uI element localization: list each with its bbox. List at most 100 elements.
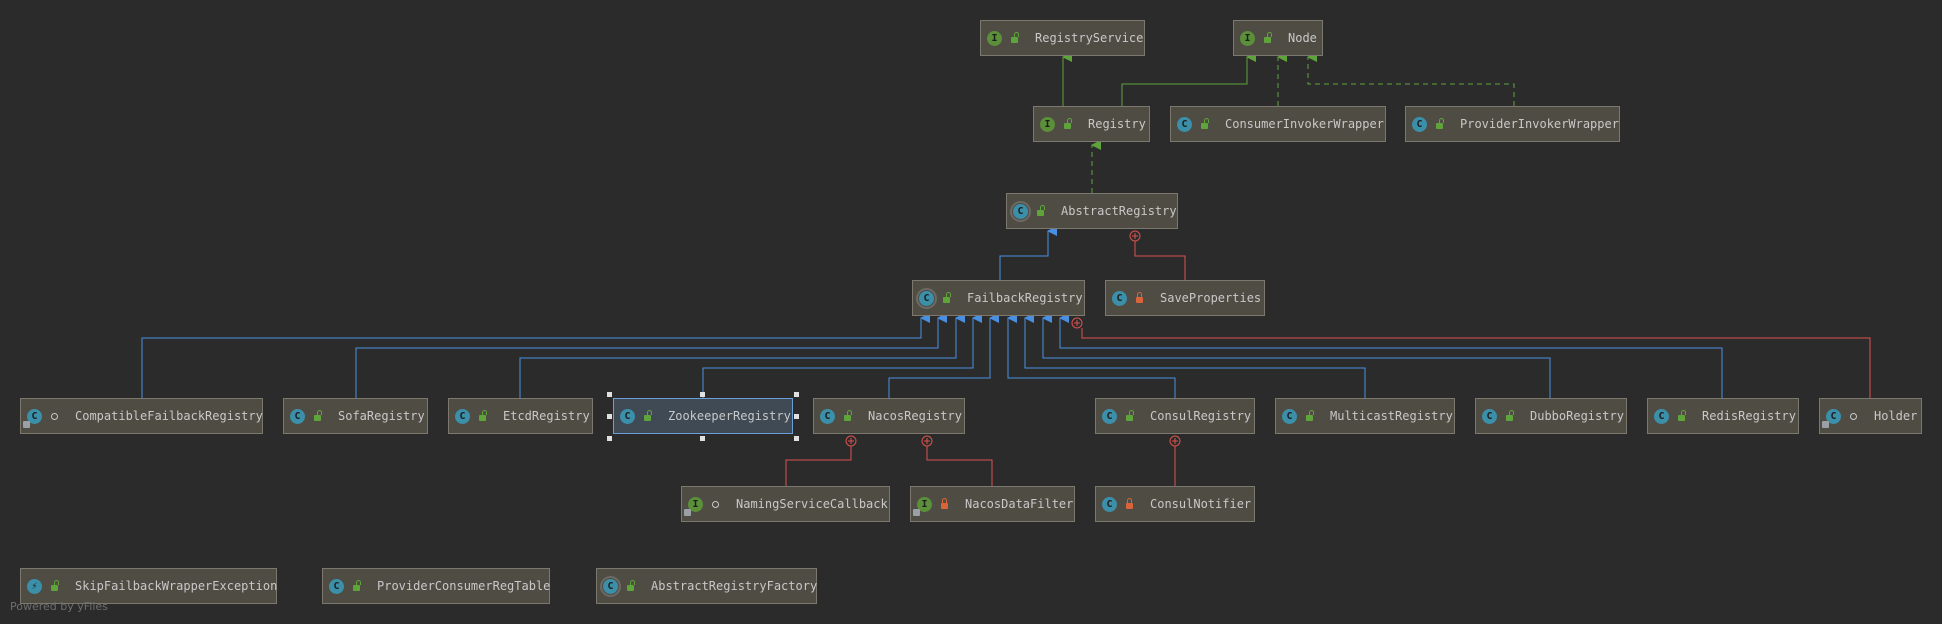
edge-saveproperties-inner xyxy=(1134,241,1186,280)
node-node[interactable]: I Node xyxy=(1233,20,1323,56)
private-access-icon xyxy=(937,498,951,509)
class-icon: C xyxy=(820,408,835,424)
public-access-icon xyxy=(349,580,363,591)
node-label: NacosDataFilter xyxy=(965,497,1074,511)
selection-handle[interactable] xyxy=(700,392,705,397)
public-access-icon xyxy=(1007,32,1021,43)
node-label: ConsumerInvokerWrapper xyxy=(1225,117,1384,131)
edge-namingservicecallback-inner xyxy=(785,446,852,486)
public-access-icon xyxy=(1502,410,1516,421)
node-label: NamingServiceCallback xyxy=(736,497,888,511)
inner-marker-failbackregistry xyxy=(1071,317,1083,329)
node-label: SkipFailbackWrapperException xyxy=(75,579,278,593)
selection-handle[interactable] xyxy=(794,392,799,397)
node-save-properties[interactable]: C SaveProperties xyxy=(1105,280,1265,316)
node-label: RegistryService xyxy=(1035,31,1144,45)
selection-handle[interactable] xyxy=(794,436,799,441)
node-dubbo-registry[interactable]: C DubboRegistry xyxy=(1475,398,1627,434)
inner-marker-nacos-1 xyxy=(845,435,857,447)
selection-handle[interactable] xyxy=(607,392,612,397)
node-label: AbstractRegistry xyxy=(1061,204,1177,218)
interface-icon: I xyxy=(913,496,932,516)
powered-by-label: Powered by yFiles xyxy=(10,600,108,613)
public-access-icon xyxy=(840,410,854,421)
inner-marker-nacos-2 xyxy=(921,435,933,447)
edge-zookeeper-to-failback xyxy=(702,313,982,398)
public-access-icon xyxy=(623,580,637,591)
node-naming-service-callback[interactable]: I NamingServiceCallback xyxy=(681,486,890,522)
interface-icon: I xyxy=(1240,30,1255,46)
class-icon: C xyxy=(1482,408,1497,424)
node-label: CompatibleFailbackRegistry xyxy=(75,409,263,423)
node-label: Registry xyxy=(1088,117,1146,131)
node-abstract-registry-factory[interactable]: C AbstractRegistryFactory xyxy=(596,568,817,604)
public-access-icon xyxy=(1260,32,1274,43)
node-compatible-failback-registry[interactable]: C CompatibleFailbackRegistry xyxy=(20,398,263,434)
node-abstract-registry[interactable]: C AbstractRegistry xyxy=(1006,193,1178,229)
public-access-icon xyxy=(47,580,61,591)
selection-handle[interactable] xyxy=(607,414,612,419)
node-etcd-registry[interactable]: C EtcdRegistry xyxy=(448,398,593,434)
selection-handle[interactable] xyxy=(794,414,799,419)
class-icon: C xyxy=(1102,496,1117,512)
inner-marker-consul xyxy=(1169,435,1181,447)
node-label: ConsulNotifier xyxy=(1150,497,1252,511)
edge-sofa-to-failback xyxy=(355,313,947,398)
node-failback-registry[interactable]: C FailbackRegistry xyxy=(912,280,1085,316)
public-access-icon xyxy=(1674,410,1688,421)
node-zookeeper-registry[interactable]: C ZookeeperRegistry xyxy=(613,398,793,434)
interface-icon: I xyxy=(684,496,703,516)
node-sofa-registry[interactable]: C SofaRegistry xyxy=(283,398,428,434)
node-label: EtcdRegistry xyxy=(503,409,590,423)
node-label: MulticastRegistry xyxy=(1330,409,1453,423)
abstract-class-icon: C xyxy=(916,287,937,309)
exception-class-icon: ⚡ xyxy=(27,578,42,594)
node-consul-notifier[interactable]: C ConsulNotifier xyxy=(1095,486,1255,522)
node-label: SofaRegistry xyxy=(338,409,425,423)
edge-etcd-to-failback xyxy=(519,313,965,398)
edge-failbackregistry-to-abstractregistry xyxy=(999,226,1057,280)
node-registry[interactable]: I Registry xyxy=(1033,106,1150,142)
public-access-icon xyxy=(475,410,489,421)
node-consumer-invoker-wrapper[interactable]: C ConsumerInvokerWrapper xyxy=(1170,106,1386,142)
public-access-icon xyxy=(1033,205,1047,216)
node-holder[interactable]: C Holder xyxy=(1819,398,1922,434)
class-icon: C xyxy=(329,578,344,594)
node-label: ProviderInvokerWrapper xyxy=(1460,117,1619,131)
node-skip-failback-wrapper-exception[interactable]: ⚡ SkipFailbackWrapperException xyxy=(20,568,277,604)
public-access-icon xyxy=(310,410,324,421)
node-registry-service[interactable]: I RegistryService xyxy=(980,20,1145,56)
public-access-icon xyxy=(1122,410,1136,421)
public-access-icon xyxy=(1197,118,1211,129)
package-access-icon xyxy=(708,500,722,508)
node-multicast-registry[interactable]: C MulticastRegistry xyxy=(1275,398,1455,434)
class-icon: C xyxy=(1282,408,1297,424)
node-provider-consumer-reg-table[interactable]: C ProviderConsumerRegTable xyxy=(322,568,550,604)
node-label: ConsulRegistry xyxy=(1150,409,1252,423)
public-access-icon xyxy=(1060,118,1074,129)
class-icon: C xyxy=(290,408,305,424)
node-label: NacosRegistry xyxy=(868,409,962,423)
node-nacos-data-filter[interactable]: I NacosDataFilter xyxy=(910,486,1075,522)
public-access-icon xyxy=(939,292,953,303)
selection-handle[interactable] xyxy=(607,436,612,441)
node-redis-registry[interactable]: C RedisRegistry xyxy=(1647,398,1799,434)
package-access-icon xyxy=(47,412,61,420)
class-icon: C xyxy=(1412,116,1427,132)
edge-compatible-to-failback xyxy=(141,313,930,398)
node-label: ProviderConsumerRegTable xyxy=(377,579,551,593)
public-access-icon xyxy=(1432,118,1446,129)
node-label: Holder xyxy=(1874,409,1918,423)
edge-registry-to-node xyxy=(1121,52,1256,106)
node-nacos-registry[interactable]: C NacosRegistry xyxy=(813,398,965,434)
node-provider-invoker-wrapper[interactable]: C ProviderInvokerWrapper xyxy=(1405,106,1620,142)
abstract-class-icon: C xyxy=(1010,200,1031,222)
edge-nacosdatafilter-inner xyxy=(926,446,993,486)
node-label: DubboRegistry xyxy=(1530,409,1624,423)
node-label: ZookeeperRegistry xyxy=(668,409,791,423)
class-icon: C xyxy=(23,408,42,428)
node-consul-registry[interactable]: C ConsulRegistry xyxy=(1095,398,1255,434)
interface-icon: I xyxy=(987,30,1002,46)
selection-handle[interactable] xyxy=(700,436,705,441)
inner-marker-abstractregistry xyxy=(1129,230,1141,242)
